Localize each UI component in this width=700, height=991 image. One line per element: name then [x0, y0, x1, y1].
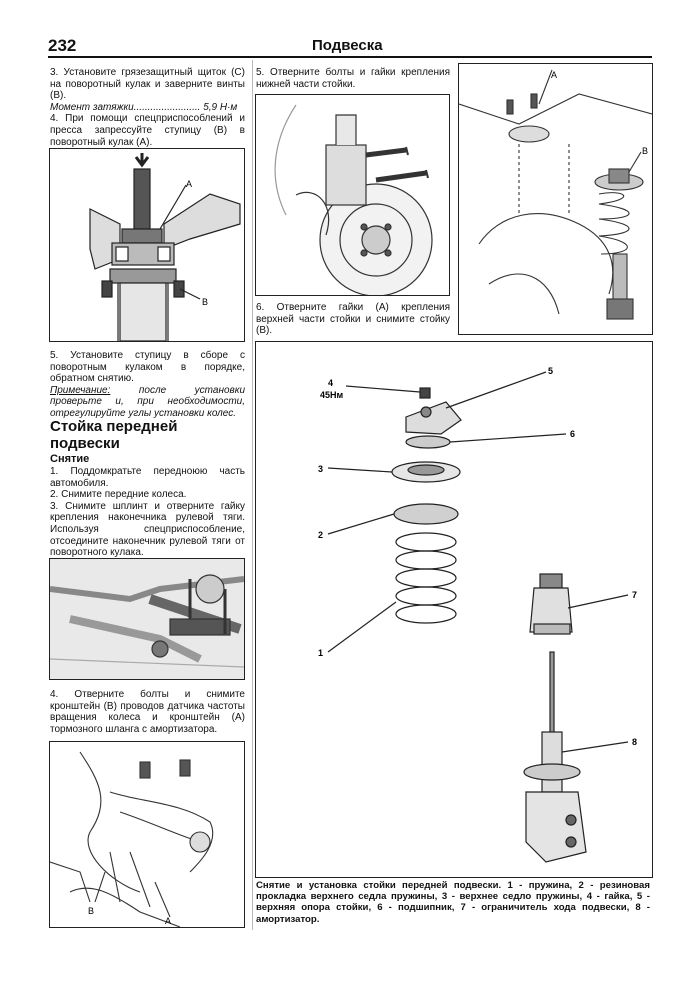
callout-7: 7: [632, 590, 637, 600]
fig1-label-a: A: [186, 179, 192, 189]
brake-disc-illustration: [274, 104, 433, 295]
section-header: Стойка передней подвески: [50, 418, 245, 452]
page-number: 232: [48, 36, 77, 55]
removal-step-4: 4. Отверните болты и снимите кронштейн (…: [50, 689, 245, 735]
step-4-text: 4. При помощи спецприспособлений и пресс…: [50, 113, 245, 148]
callout-1: 1: [318, 648, 323, 658]
callout-6: 6: [570, 429, 575, 439]
tie-rod-illustration: [50, 574, 244, 668]
strut-step-5: 5. Отверните болты и гайки крепления ниж…: [256, 67, 450, 90]
part-1-spring: [395, 532, 457, 624]
note-label: Примечание:: [50, 384, 111, 396]
torque-callout: 45Нм: [320, 390, 344, 400]
section-title: Стойка передней подвески: [50, 418, 178, 452]
callout-4: 4: [328, 378, 333, 388]
strut-mount-illustration: A B: [459, 69, 652, 320]
note-text: после установки проверьте и, при необход…: [50, 384, 246, 419]
hub-press-illustration: A B: [89, 153, 241, 341]
part-8-shock-absorber: [523, 651, 587, 863]
hub-press-figure: A B: [49, 148, 245, 342]
removal-step-4-block: 4. Отверните болты и снимите кронштейн (…: [50, 689, 245, 735]
strut-step-6: 6. Отверните гайки (А) крепления верхней…: [256, 302, 450, 337]
note-paragraph: Примечание: после установки проверьте и,…: [50, 385, 245, 420]
part-7-bump-stop: [529, 573, 573, 635]
step-5-reassembly-text: 5. Установите ступицу в сборе с поворотн…: [50, 350, 245, 385]
removal-steps: 1. Поддомкратьте передноюю часть автомоб…: [50, 466, 245, 559]
subsection-title: Снятие: [50, 453, 90, 465]
callout-5: 5: [548, 366, 553, 376]
removal-step-1: 1. Поддомкратьте передноюю часть автомоб…: [50, 466, 245, 489]
part-5-top-mount: [405, 401, 462, 435]
strut-exploded-illustration: 4 45Нм 5 6 3 2 1 7 8: [318, 366, 637, 863]
removal-step-2: 2. Снимите передние колеса.: [50, 489, 187, 501]
removal-step-3: 3. Снимите шплинт и отверните гайку креп…: [50, 500, 245, 559]
part-4-nut: [419, 387, 431, 399]
strut-exploded-view: 4 45Нм 5 6 3 2 1 7 8: [255, 341, 653, 878]
mount-label-b: B: [642, 146, 648, 156]
fig1-label-b: B: [202, 297, 208, 307]
step-3-text: 3. Установите грязезащитный щиток (С) на…: [50, 67, 245, 102]
bracket-illustration: B A: [50, 751, 214, 927]
part-2-gasket: [393, 503, 459, 525]
header-rule: [48, 56, 652, 58]
left-intro-text: 3. Установите грязезащитный щиток (С) на…: [50, 67, 245, 148]
fig3-label-a: A: [165, 916, 171, 926]
exploded-view-caption: Снятие и установка стойки передней подве…: [256, 880, 650, 925]
torque-spec: Момент затяжки........................ 5…: [50, 101, 238, 113]
part-6-bearing: [405, 435, 451, 449]
brake-disc-figure: [255, 94, 450, 296]
bracket-figure: B A: [49, 741, 245, 928]
callout-8: 8: [632, 737, 637, 747]
left-step5-block: 5. Установите ступицу в сборе с поворотн…: [50, 350, 245, 420]
tie-rod-figure: [49, 558, 245, 680]
step-5-lower-block: 5. Отверните болты и гайки крепления ниж…: [256, 67, 450, 90]
column-divider: [252, 60, 253, 930]
running-header-title: Подвеска: [312, 37, 383, 54]
step-6-block: 6. Отверните гайки (А) крепления верхней…: [256, 302, 450, 337]
fig3-label-b: B: [88, 906, 94, 916]
callout-2: 2: [318, 530, 323, 540]
callout-3: 3: [318, 464, 323, 474]
mount-label-a: A: [551, 70, 557, 80]
strut-mount-figure: A B: [458, 63, 653, 335]
